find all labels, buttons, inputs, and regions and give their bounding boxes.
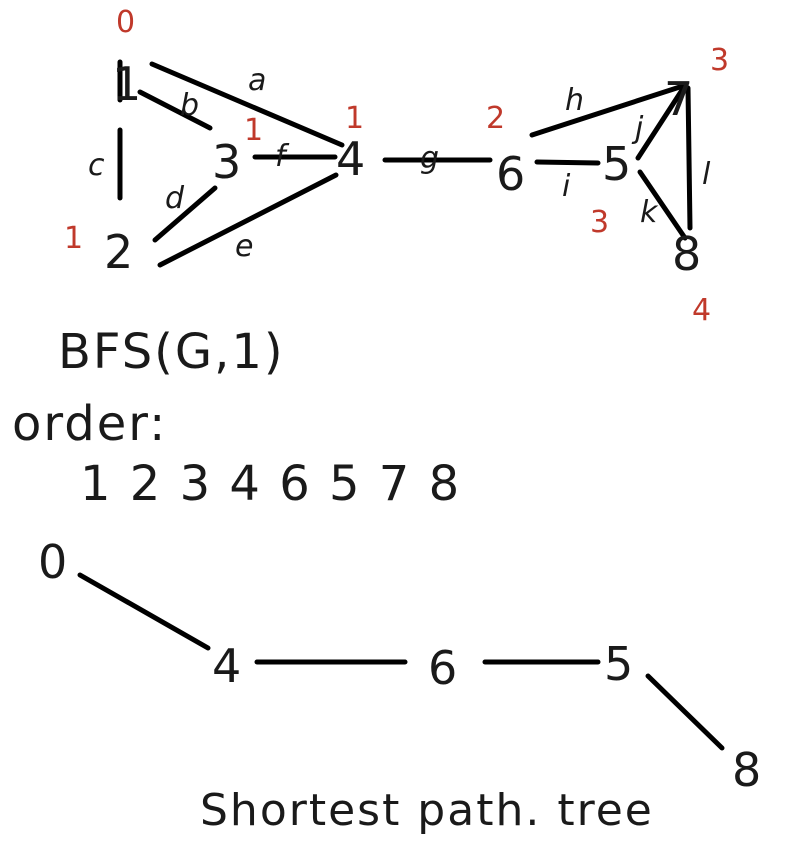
edge-label-e: e xyxy=(235,229,253,264)
order-label: order: xyxy=(12,396,167,452)
edge-j xyxy=(635,81,689,161)
edge-h xyxy=(529,82,689,138)
tree-node-5: 5 xyxy=(604,637,633,691)
edge-label-a: a xyxy=(248,63,266,98)
edge-label-l: l xyxy=(702,157,711,192)
bfs-call: BFS(G,1) xyxy=(58,324,285,380)
shortest-path-tree: 0 4 6 5 8 xyxy=(38,535,761,797)
distance-node-5: 3 xyxy=(590,205,609,240)
edge-k xyxy=(637,169,688,241)
distance-node-4: 1 xyxy=(345,101,364,136)
tree-edge-5-8 xyxy=(645,673,725,751)
edge-label-k: k xyxy=(640,195,659,230)
edge-label-g: g xyxy=(420,141,439,176)
distance-node-8: 4 xyxy=(692,293,711,328)
node-3: 3 xyxy=(212,135,241,189)
tree-caption: Shortest path. tree xyxy=(200,785,654,836)
distance-node-7: 3 xyxy=(710,43,729,78)
edge-l xyxy=(685,85,693,231)
edge-b xyxy=(137,89,213,131)
edge-e xyxy=(157,172,339,268)
edge-a xyxy=(149,61,345,148)
distance-node-1: 0 xyxy=(116,5,135,40)
edge-d xyxy=(152,185,218,243)
node-8: 8 xyxy=(672,227,701,281)
graph-nodes: 1 2 3 4 6 5 7 8 xyxy=(104,57,701,281)
distance-node-3: 1 xyxy=(244,113,263,148)
node-4: 4 xyxy=(336,132,365,186)
graph-edges xyxy=(117,59,693,268)
tree-node-8: 8 xyxy=(732,743,761,797)
node-6: 6 xyxy=(496,147,525,201)
edge-i xyxy=(534,159,601,166)
edge-label-j: j xyxy=(631,111,644,146)
edge-label-d: d xyxy=(165,181,185,216)
tree-node-6: 6 xyxy=(428,641,457,695)
edge-label-i: i xyxy=(562,169,571,204)
node-7: 7 xyxy=(664,72,693,126)
distance-annotations: 0 1 1 1 2 3 3 4 xyxy=(64,5,729,328)
distance-node-2: 1 xyxy=(64,221,83,256)
node-2: 2 xyxy=(104,225,133,279)
order-sequence: 1 2 3 4 6 5 7 8 xyxy=(80,456,461,512)
node-1: 1 xyxy=(112,57,141,111)
edge-label-b: b xyxy=(180,88,199,123)
tree-edge-0-4 xyxy=(77,572,211,651)
edge-label-c: c xyxy=(88,148,105,183)
edge-label-h: h xyxy=(565,83,584,118)
node-5: 5 xyxy=(602,137,631,191)
distance-node-6: 2 xyxy=(486,101,505,136)
tree-node-4: 4 xyxy=(212,639,241,693)
tree-node-0: 0 xyxy=(38,535,67,589)
